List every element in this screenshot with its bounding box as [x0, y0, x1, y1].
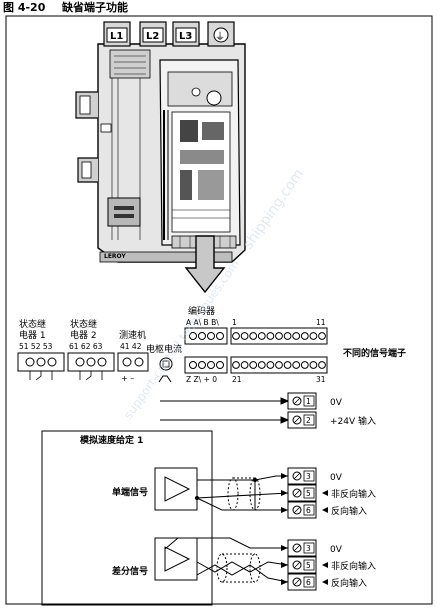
differential-terminal-block — [287, 539, 317, 591]
relay2-label-line1: 状态继 — [70, 318, 97, 330]
signal-terminal-screw — [275, 361, 283, 369]
single-terminal-5-label: 非反向输入 — [331, 488, 376, 500]
differential-label: 差分信号 — [112, 565, 148, 577]
signal-top-left: 1 — [232, 318, 237, 327]
io-terminal-1-num: 1 — [306, 397, 311, 406]
encoder-terminal-block — [184, 327, 228, 374]
signal-bottom-right: 31 — [316, 375, 326, 384]
diff-terminal-5-num: 5 — [306, 561, 311, 570]
drive-illustration — [75, 21, 246, 263]
differential-wiring — [164, 537, 289, 583]
relay2-pins: 61 62 63 — [69, 342, 103, 351]
single-terminal-3-num: 3 — [306, 472, 311, 481]
ground-icon: ⏚ — [215, 31, 225, 43]
io-terminal-1-label: 0V — [330, 398, 343, 408]
signal-terminal-screw — [283, 361, 292, 369]
figure-frame — [5, 15, 433, 605]
signal-terminal-screw — [257, 332, 266, 340]
signal-side-label: 不同的信号端子 — [343, 347, 406, 359]
signal-bottom-left: 21 — [232, 375, 242, 384]
relay1-label-line1: 状态继 — [19, 318, 46, 330]
differential-amplifier — [154, 537, 198, 581]
signal-terminal-screw — [232, 361, 240, 369]
single-terminal-6-num: 6 — [306, 506, 311, 515]
single-terminal-3-label: 0V — [330, 473, 343, 483]
signal-terminal-screw — [318, 361, 326, 369]
encoder-pins-bottom: Z Z\ + 0 — [186, 375, 217, 384]
signal-terminal-screw — [300, 361, 309, 369]
diff-terminal-6-label: 反向输入 — [331, 577, 367, 589]
single-ended-terminal-block — [287, 467, 317, 519]
tacho-terminal-block — [117, 352, 149, 372]
signal-terminal-screw — [318, 332, 326, 340]
signal-terminal-screw — [292, 332, 301, 340]
single-ended-amplifier — [154, 467, 198, 511]
single-terminal-6-label: 反向输入 — [331, 505, 367, 517]
diff-terminal-3-num: 3 — [306, 544, 311, 553]
relay2-label-line2: 电器 2 — [70, 329, 97, 341]
io-wires — [160, 397, 290, 424]
io-terminal-2-num: 2 — [306, 416, 311, 425]
signal-terminal-screw — [309, 332, 318, 340]
analog-box-title: 模拟速度给定 1 — [80, 434, 143, 446]
io-terminal-2-label: +24V 输入 — [330, 415, 376, 427]
relay2-terminal-block — [67, 352, 115, 381]
signal-terminal-screw — [275, 332, 283, 340]
terminal-label-l1: L1 — [110, 31, 123, 42]
signal-terminal-screw — [249, 332, 258, 340]
diff-terminal-output-arrows — [322, 562, 328, 585]
motor-current-icon — [158, 357, 173, 383]
figure-number: 图 4-20 — [3, 1, 46, 14]
signal-terminal-screw — [240, 332, 249, 340]
signal-terminal-screw — [232, 332, 240, 340]
signal-top-right: 11 — [316, 318, 326, 327]
relay1-terminal-block — [17, 352, 65, 381]
diff-terminal-6-num: 6 — [306, 578, 311, 587]
io-terminal-block — [287, 392, 317, 429]
signal-terminal-screw — [300, 332, 309, 340]
relay1-pins: 51 52 53 — [19, 342, 53, 351]
motor-current-label: 电枢电流 — [146, 343, 182, 355]
tacho-label: 测速机 — [119, 329, 146, 341]
single-ended-label: 单端信号 — [112, 486, 148, 498]
signal-terminal-screw — [266, 332, 275, 340]
signal-terminal-screw — [292, 361, 301, 369]
down-arrow-icon — [184, 235, 226, 294]
diff-terminal-5-label: 非反向输入 — [331, 560, 376, 572]
differential-arrows — [281, 545, 288, 585]
signal-terminal-screw — [266, 361, 275, 369]
diff-terminal-3-label: 0V — [330, 545, 343, 555]
single-terminal-5-num: 5 — [306, 489, 311, 498]
signal-terminal-block — [230, 327, 328, 374]
single-ended-wiring — [196, 475, 289, 511]
tacho-polarity: + – — [121, 374, 134, 383]
terminal-label-l2: L2 — [146, 31, 159, 42]
tacho-pins: 41 42 — [120, 342, 142, 351]
encoder-label: 编码器 — [188, 305, 215, 317]
signal-terminal-screw — [257, 361, 266, 369]
encoder-pins-top: A A\ B B\ — [186, 318, 219, 327]
signal-terminal-screw — [240, 361, 249, 369]
signal-terminal-screw — [249, 361, 258, 369]
terminal-label-l3: L3 — [179, 31, 192, 42]
single-ended-arrows — [195, 473, 288, 513]
drive-brand-text: LEROY — [104, 253, 126, 260]
signal-terminal-screw — [309, 361, 318, 369]
watermark-1: shipping.com — [240, 166, 307, 252]
figure-title: 缺省端子功能 — [61, 0, 128, 14]
single-terminal-output-arrows — [322, 490, 328, 513]
relay1-label-line2: 电器 1 — [19, 329, 46, 341]
analog-reference-box — [41, 430, 213, 606]
signal-terminal-screw — [283, 332, 292, 340]
